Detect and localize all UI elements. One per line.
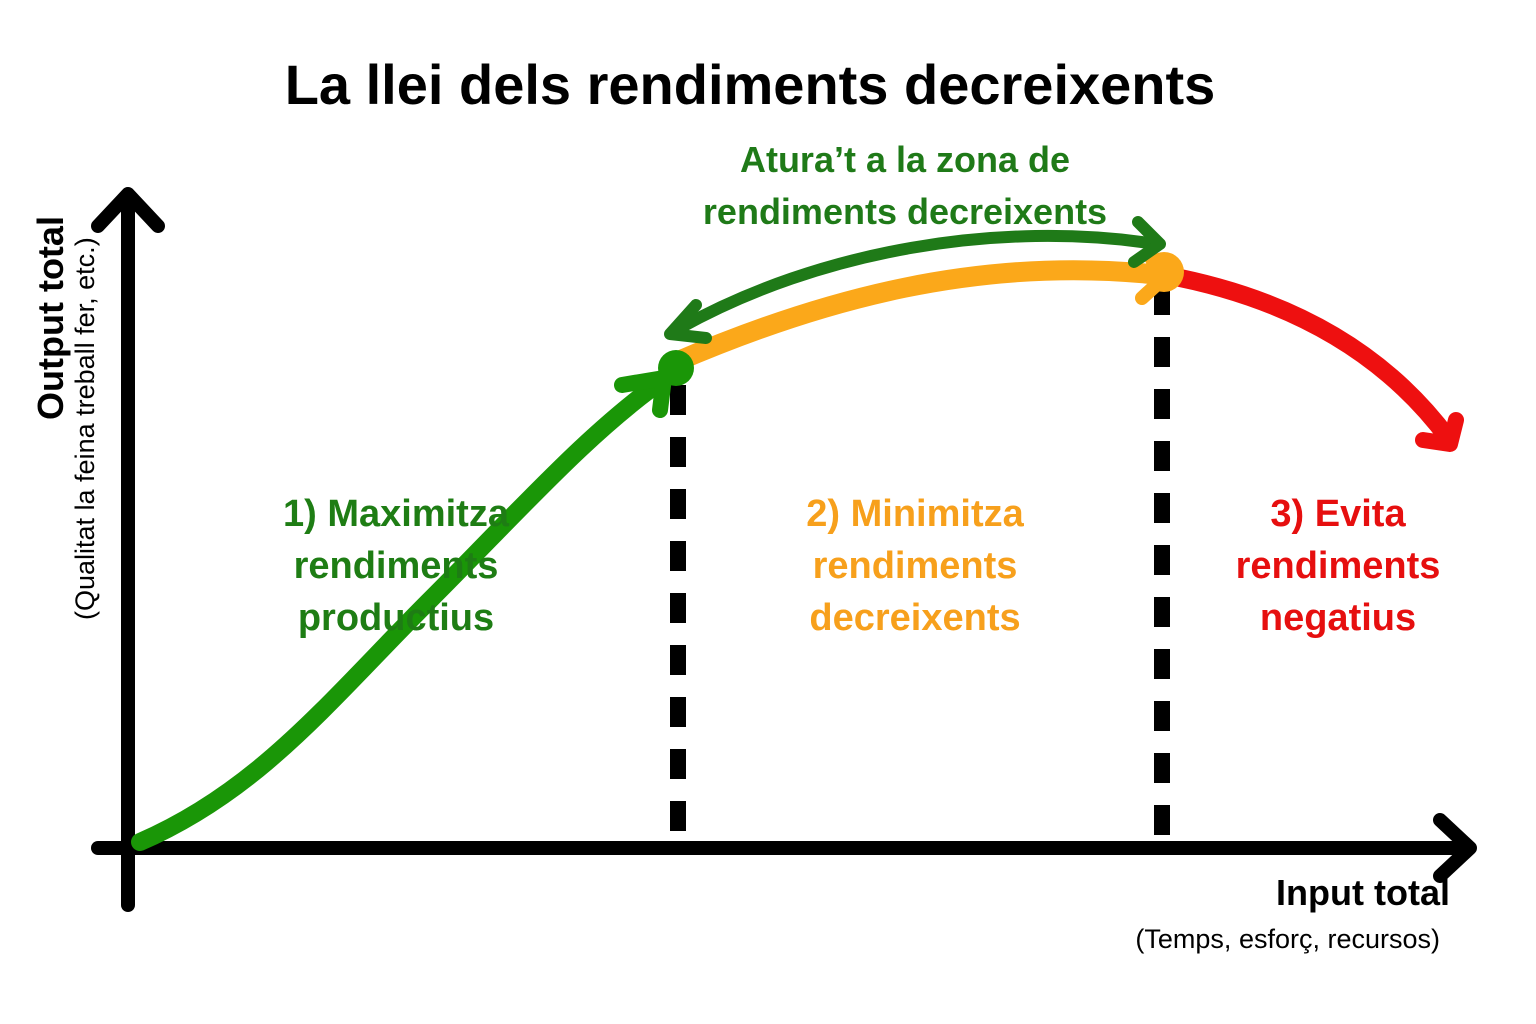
- zone-label-negative: 3) Evita rendiments negatius: [1190, 488, 1486, 644]
- productive-curve: [131, 366, 679, 851]
- zone-3-line-2: rendiments: [1235, 545, 1441, 587]
- stop-zone-label-line-1: Atura’t a la zona de: [739, 139, 1071, 180]
- x-axis-title: Input total: [1276, 872, 1450, 913]
- zone-2-line-1: 2) Minimitza: [806, 493, 1024, 535]
- diagram-title: La llei dels rendiments decreixents: [284, 53, 1216, 116]
- zone-1-line-1: 1) Maximitza: [283, 493, 509, 535]
- peak-point: [1144, 252, 1184, 292]
- stop-zone-arrowhead-right: [1128, 216, 1166, 268]
- x-axis-subtitle: (Temps, esforç, recursos): [1135, 924, 1440, 954]
- y-axis: [91, 187, 165, 912]
- y-axis-title: Output total: [30, 216, 71, 420]
- stop-zone-arrowhead-left: [664, 299, 712, 344]
- zone-label-diminishing: 2) Minimitza rendiments decreixents: [760, 488, 1070, 644]
- zone-1-line-3: productius: [297, 597, 495, 639]
- zone-3-line-3: negatius: [1259, 597, 1417, 639]
- stop-zone-label: Atura’t a la zona de rendiments decreixe…: [640, 134, 1170, 238]
- zone-3-line-1: 3) Evita: [1270, 493, 1406, 535]
- negative-curve: [1156, 266, 1457, 447]
- productive-endpoint: [658, 350, 694, 386]
- zone-2-line-2: rendiments: [812, 545, 1018, 587]
- x-axis: [91, 813, 1477, 883]
- y-axis-subtitle: (Qualitat la feina treball fer, etc.): [70, 237, 100, 620]
- negative-arrowhead: [1415, 412, 1464, 452]
- stop-zone-arrow: [674, 229, 1162, 334]
- y-axis-labels: Output total (Qualitat la feina treball …: [30, 180, 110, 620]
- diminishing-curve: [666, 260, 1170, 372]
- zone-1-line-2: rendiments: [293, 545, 499, 587]
- zone-2-line-3: decreixents: [809, 597, 1021, 639]
- stop-zone-label-line-2: rendiments decreixents: [702, 191, 1108, 232]
- zone-label-productive: 1) Maximitza rendiments productius: [246, 488, 546, 644]
